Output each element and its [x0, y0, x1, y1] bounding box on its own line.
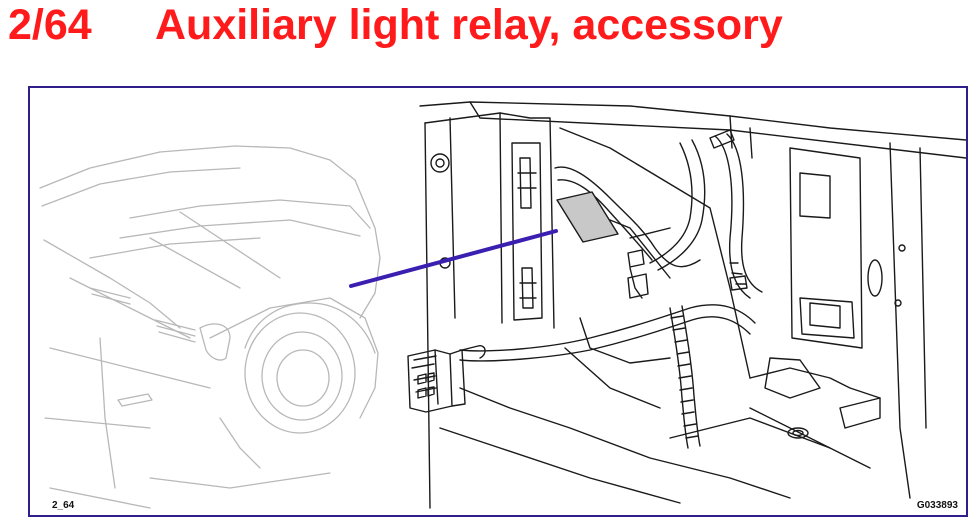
section-code: 2/64	[8, 1, 92, 49]
relay-highlight	[556, 191, 619, 243]
illustration-frame: 2_64 G033893	[28, 86, 968, 517]
page-title: Auxiliary light relay, accessory	[155, 1, 783, 49]
figure-ref-left: 2_64	[52, 500, 75, 511]
engine-bay-detail	[407, 101, 966, 509]
page-header: 2/64 Auxiliary light relay, accessory	[0, 0, 979, 60]
illustration-svg	[39, 101, 966, 509]
figure-ref-right: G033893	[916, 500, 958, 511]
car-overview	[39, 145, 381, 509]
callout-line	[349, 229, 558, 288]
